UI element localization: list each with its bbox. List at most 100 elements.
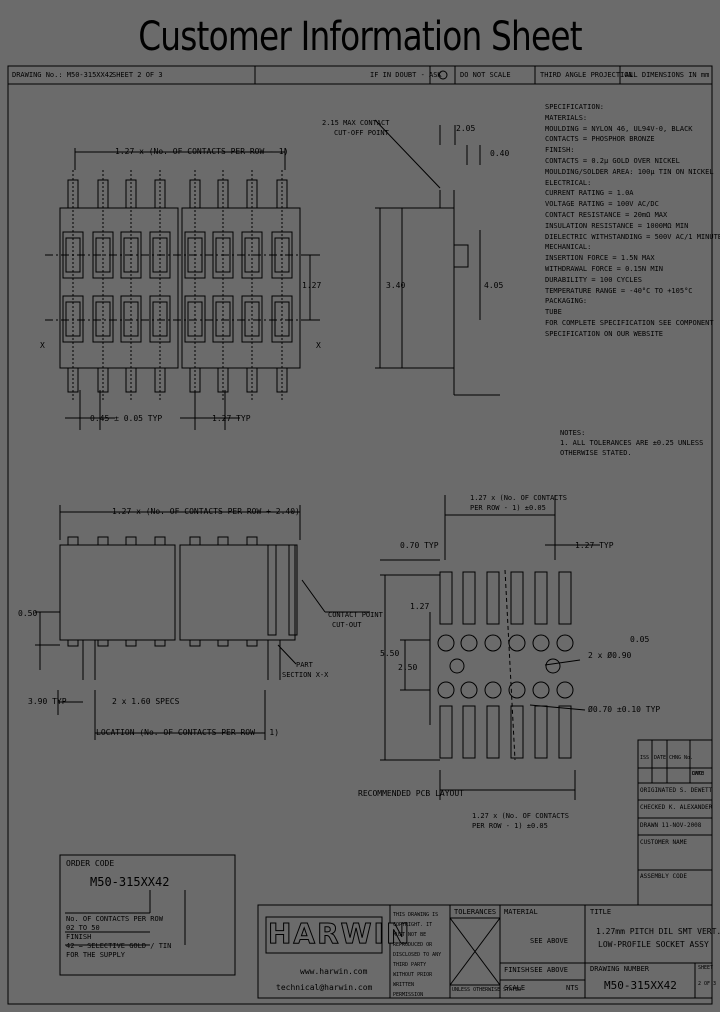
pcb-dim-b: 1.27 TYP [575,541,614,550]
section-label: SECTION X-X [282,671,329,679]
drawing-number-value: M50-315XX42 [604,979,677,992]
top-body-right [181,207,301,369]
website-link[interactable]: www.harwin.com [300,967,368,976]
sheet-title: SHEET [698,965,714,971]
pcb-hole-upper [460,634,478,652]
drawing-number-label: DRAWING No.: M50-315XX42 [12,71,114,79]
pcb-hole-upper [508,634,526,652]
front-pin-top [246,536,258,546]
pcb-pad-upper [439,571,453,625]
revision-column-header: CHKD [692,771,705,777]
spec-line: TEMPERATURE RANGE = -40°C TO +105°C [545,286,693,295]
if-in-doubt-label: IF IN DOUBT - ASK [370,71,442,79]
front-pin-top [67,536,79,546]
page-title: Customer Information Sheet [138,14,582,60]
email-link[interactable]: technical@harwin.com [276,983,373,992]
pcb-hole-upper [556,634,574,652]
sheet-label: SHEET 2 OF 3 [112,71,163,79]
pcb-dim-f: 2 x Ø0.90 [588,651,632,660]
cutout-label-2: CUT-OFF POINT [334,129,389,137]
front-pin-top [154,536,166,546]
note-line: NOTES: [560,429,586,437]
side-tab [453,244,469,268]
x-mark-right: X [316,341,321,350]
spec-line: MECHANICAL: [545,243,592,252]
front-pin-bottom [154,639,166,647]
title-block [257,904,713,999]
spec-line: ELECTRICAL: [545,178,592,187]
spec-line: DURABILITY = 100 CYCLES [545,275,642,284]
finish-value: SEE ABOVE [530,966,568,974]
front-pin-bottom [67,639,79,647]
pcb-pad-upper [558,571,572,625]
revision-row: ORIGINATED S. DEWETT [640,787,713,794]
material-label: MATERIAL [504,908,538,916]
front-contact-right [288,544,298,636]
spec-line: CONTACTS = 0.2μ GOLD OVER NICKEL [545,157,680,165]
pcb-hole-lower [437,681,455,699]
front-pin-top [97,536,109,546]
revision-row: DRAWN 11-NOV-2008 [640,822,702,829]
pcb-top-dim-2: PER ROW - 1) ±0.05 [470,504,546,512]
title-value-2: LOW-PROFILE SOCKET ASSY [598,940,709,949]
spec-line: FINISH: [545,146,575,155]
pcb-alignment-hole [545,658,561,674]
revision-column-header: CHNG No. [669,755,694,761]
revision-row: ASSEMBLY CODE [640,873,687,880]
front-dim-c: 2 x 1.60 SPECS [112,697,180,706]
front-overall-label: 1.27 x (No. OF CONTACTS PER ROW + 2.40) [112,507,300,516]
pcb-dim-c: 1.27 [410,602,430,611]
front-body-right [179,544,296,641]
front-pin-bottom [246,639,258,647]
logo-frame [265,916,383,954]
spec-line: CONTACT RESISTANCE = 20mΩ MAX [545,211,668,219]
tolerances-label: TOLERANCES [454,908,497,916]
order-code-line: FINISH [66,933,92,941]
do-not-scale-label: DO NOT SCALE [460,71,511,79]
pcb-caption: RECOMMENDED PCB LAYOUT [358,789,464,798]
tolerance-status: UNLESS OTHERWISE STATED [452,987,522,993]
front-pin-top [189,536,201,546]
pcb-dim-e: 2.50 [398,663,418,672]
spec-line: TUBE [545,308,562,317]
spec-line: INSERTION FORCE = 1.5N MAX [545,254,655,263]
revision-row: CUSTOMER NAME [640,839,687,846]
side-dim-b: 0.40 [490,149,510,158]
part-label: PART [296,661,313,669]
revision-column-header: DATE [654,755,667,761]
spec-line: DIELECTRIC WITHSTANDING = 500V AC/1 MINU… [545,232,720,241]
revision-column-header: ISS [640,755,650,761]
projection-label: THIRD ANGLE PROJECTION [540,71,633,79]
front-pin-bottom [125,639,137,647]
pcb-dim-a: 0.70 TYP [400,541,439,550]
harwin-logo: HARWIN [267,917,412,950]
drawing-number-title: DRAWING NUMBER [590,965,650,973]
spec-line: MOULDING = NYLON 46, UL94V-0, BLACK [545,124,693,133]
pcb-pad-lower [558,705,572,759]
order-code-line: 02 TO 50 [66,924,100,932]
pcb-bottom-dim: 1.27 x (No. OF CONTACTS [472,812,569,820]
revision-column-header: DATE [692,771,705,777]
side-dim-c: 4.05 [484,281,504,290]
scale-value: NTS [566,984,579,992]
spec-line: PACKAGING: [545,297,588,306]
side-body [401,207,455,369]
pcb-pad-lower [534,705,548,759]
pcb-hole-upper [437,634,455,652]
order-code-value: M50-315XX42 [90,875,170,889]
spec-line: MATERIALS: [545,113,588,122]
border-frame [7,65,713,1005]
spec-line: SPECIFICATION ON OUR WEBSITE [545,329,664,338]
order-code-line: 42 = SELECTIVE GOLD / TIN [66,942,172,950]
pcb-pad-upper [462,571,476,625]
contact-point-label: CONTACT POINT [328,611,383,619]
pcb-dim-g: Ø0.70 ±0.10 TYP [588,705,661,714]
pcb-alignment-hole [449,658,465,674]
pcb-pad-lower [486,705,500,759]
pcb-hole-lower [484,681,502,699]
pcb-pad-upper [510,571,524,625]
spec-line: INSULATION RESISTANCE = 1000MΩ MIN [545,221,689,230]
front-pin-bottom [97,639,109,647]
